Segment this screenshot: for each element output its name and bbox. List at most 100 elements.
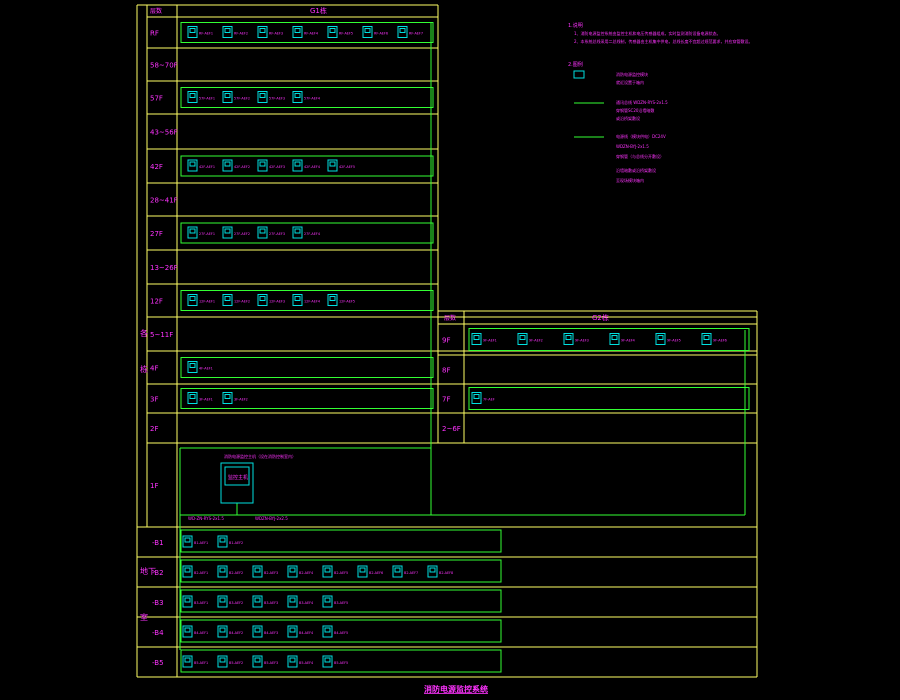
basement-module-screen xyxy=(184,627,191,633)
b1-module-label: RF-AEF3 xyxy=(269,32,283,36)
b2-module-screen xyxy=(473,335,480,340)
legend-line2-a: 电源线（模块供电）DC24V xyxy=(616,133,666,139)
b1-module-icon xyxy=(397,26,408,38)
monitor-host-screen xyxy=(224,466,250,486)
b1-module-label: 57F-AEF3 xyxy=(269,97,285,101)
b1-module-label: 42F-AEF3 xyxy=(269,165,285,169)
basement-module-label: B5-AEF4 xyxy=(299,661,313,665)
b1-module-icon xyxy=(187,226,198,239)
b1-floor-label: 27F xyxy=(150,230,163,238)
b2-module-icon xyxy=(471,392,482,404)
b1-header-name: G1栋 xyxy=(310,6,327,15)
basement-module-screen xyxy=(429,567,436,573)
basement-module-screen xyxy=(219,597,226,603)
b1-module-screen xyxy=(259,93,266,98)
b1-floor-label: 43~56F xyxy=(150,129,178,137)
diagram-title: 消防电源监控系统 xyxy=(424,684,488,694)
b1-module-screen xyxy=(294,296,301,301)
b1-module-label: 12F-AEF4 xyxy=(304,300,320,304)
b1-module-label: RF-AEF2 xyxy=(234,32,248,36)
b1-module-screen xyxy=(189,363,196,368)
b2-header-name: G2栋 xyxy=(592,313,609,322)
b1-module-label: 42F-AEF4 xyxy=(304,165,320,169)
b1-module-label: 42F-AEF2 xyxy=(234,165,250,169)
basement-module-icon xyxy=(322,625,333,638)
b1-floor-label: 1F xyxy=(150,482,158,490)
b1-module-icon xyxy=(292,26,303,38)
b1-module-icon xyxy=(222,294,233,306)
b1-module-screen xyxy=(224,161,231,167)
basement-module-screen xyxy=(184,657,191,663)
b1-module-screen xyxy=(259,228,266,234)
basement-module-icon xyxy=(217,595,228,608)
b2-module-screen xyxy=(473,394,480,399)
basement-module-label: B3-AEF5 xyxy=(334,601,348,605)
basement-module-screen xyxy=(289,657,296,663)
basement-module-label: B2-AEF6 xyxy=(369,571,383,575)
cable-note-left: WD-ZN-RYS-2x1.5 xyxy=(188,516,224,521)
b1-module-screen xyxy=(224,28,231,33)
legend-line2-e: 至现场模块箱内 xyxy=(616,177,644,183)
basement-module-screen xyxy=(289,627,296,633)
basement-module-screen xyxy=(254,567,261,573)
b1-floor-label: 4F xyxy=(150,365,158,373)
b1-module-icon xyxy=(187,294,198,306)
b2-module-label: 9F-AEF5 xyxy=(667,339,681,343)
b1-module-icon xyxy=(187,361,198,373)
b1-module-label: 27F-AEF3 xyxy=(269,232,285,236)
monitor-host-note: 消防电源监控主机（设在消防控制室内） xyxy=(224,453,296,459)
legend-module-icon xyxy=(573,70,585,79)
basement-module-screen xyxy=(184,597,191,603)
legend-line1-b: 穿钢管SC20沿墙暗敷 xyxy=(616,107,654,113)
basement-module-label: B1-AEF1 xyxy=(194,541,208,545)
basement-floor-label: -B1 xyxy=(152,539,164,547)
b1-floor-label: 58~70F xyxy=(150,62,178,70)
b1-module-label: RF-AEF4 xyxy=(304,32,318,36)
basement-module-icon xyxy=(217,535,228,548)
legend-line1-a: 通讯总线 WDZN-RYS-2x1.5 xyxy=(616,99,668,105)
b1-floor-label: 28~41F xyxy=(150,197,178,205)
basement-module-screen xyxy=(359,567,366,573)
b1-module-screen xyxy=(189,161,196,167)
b1-module-screen xyxy=(294,28,301,33)
b1-module-icon xyxy=(292,159,303,172)
legend-symbol-text: 消防电源监控模块 xyxy=(616,71,648,77)
basement-module-label: B4-AEF1 xyxy=(194,631,208,635)
b1-module-screen xyxy=(399,28,406,33)
b1-module-screen xyxy=(329,28,336,33)
b1-module-icon xyxy=(222,159,233,172)
basement-module-label: B2-AEF5 xyxy=(334,571,348,575)
basement-module-label: B3-AEF4 xyxy=(299,601,313,605)
basement-module-label: B5-AEF1 xyxy=(194,661,208,665)
b1-module-icon xyxy=(222,226,233,239)
b2-module-icon xyxy=(655,333,666,345)
basement-module-screen xyxy=(289,597,296,603)
b2-module-screen xyxy=(703,335,710,340)
b1-module-icon xyxy=(257,91,268,103)
b1-module-icon xyxy=(292,226,303,239)
basement-module-icon xyxy=(182,655,193,668)
b1-floor-label: 5~11F xyxy=(150,331,173,339)
b1-module-screen xyxy=(259,296,266,301)
basement-module-icon xyxy=(357,565,368,578)
basement-module-screen xyxy=(324,567,331,573)
b1-floor-bus-loop xyxy=(180,22,434,43)
b1-floor-bus-loop xyxy=(180,388,434,409)
basement-module-icon xyxy=(217,565,228,578)
b1-module-icon xyxy=(222,26,233,38)
b2-module-icon xyxy=(609,333,620,345)
notes-line2: 2、本系统总线采用二总线制，传感器由主机集中供电，总线长度不宜超过规范要求，并应… xyxy=(574,38,753,44)
b1-module-icon xyxy=(187,91,198,103)
b1-floor-label: 2F xyxy=(150,425,158,433)
b1-module-screen xyxy=(294,228,301,234)
basement-module-label: B5-AEF5 xyxy=(334,661,348,665)
b1-module-label: RF-AEF1 xyxy=(199,32,213,36)
b2-module-icon xyxy=(517,333,528,345)
basement-module-label: B4-AEF5 xyxy=(334,631,348,635)
basement-module-label: B1-AEF2 xyxy=(229,541,243,545)
b1-module-screen xyxy=(294,161,301,167)
b1-module-icon xyxy=(222,392,233,404)
b1-module-label: 57F-AEF2 xyxy=(234,97,250,101)
b1-floor-bus-loop xyxy=(180,222,434,244)
basement-module-icon xyxy=(182,595,193,608)
